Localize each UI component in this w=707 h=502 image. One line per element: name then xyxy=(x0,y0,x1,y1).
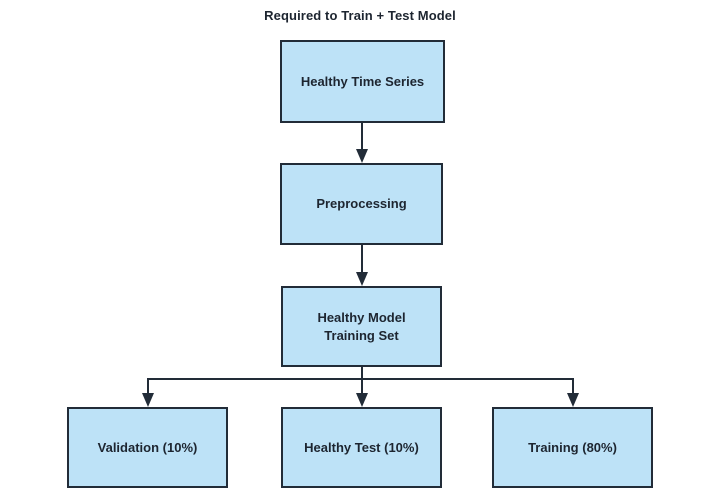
node-preprocessing: Preprocessing xyxy=(280,163,443,245)
edge-arrow-to-validation xyxy=(142,378,154,407)
edge-arrow-series-to-preprocessing xyxy=(356,123,368,163)
diagram-title: Required to Train + Test Model xyxy=(264,8,456,23)
edge-arrow-preprocessing-to-training-set xyxy=(356,245,368,286)
node-label: Training (80%) xyxy=(528,439,617,455)
node-healthy-time-series: Healthy Time Series xyxy=(280,40,445,123)
node-healthy-test-10: Healthy Test (10%) xyxy=(281,407,442,488)
edge-arrow-to-healthy-test xyxy=(356,378,368,407)
edge-arrow-to-training xyxy=(567,378,579,407)
node-validation-10: Validation (10%) xyxy=(67,407,228,488)
node-label: Validation (10%) xyxy=(97,439,198,455)
node-training-80: Training (80%) xyxy=(492,407,653,488)
node-label: Healthy Model Training Set xyxy=(317,309,406,343)
node-label: Preprocessing xyxy=(316,196,407,212)
node-label: Healthy Test (10%) xyxy=(304,439,419,455)
node-healthy-model-training-set: Healthy Model Training Set xyxy=(281,286,442,367)
edge-branch-rail xyxy=(147,367,574,380)
node-label: Healthy Time Series xyxy=(300,73,425,89)
